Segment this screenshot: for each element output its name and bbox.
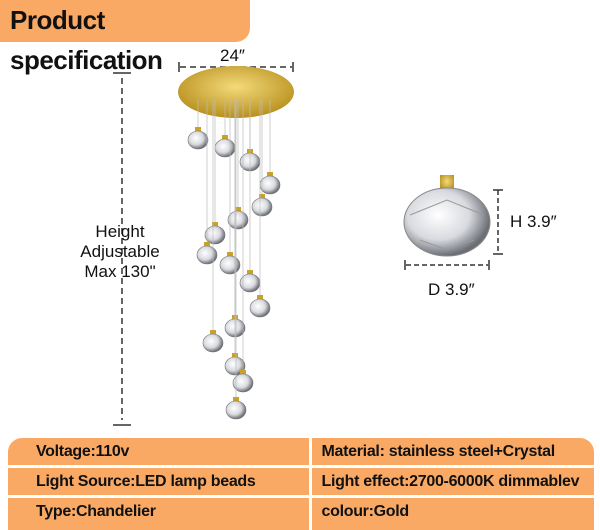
crystal-pendant xyxy=(225,400,247,420)
pendant-cap xyxy=(259,194,265,199)
height-label-line: Adjustable xyxy=(80,242,160,261)
crystal-pendant xyxy=(202,333,224,353)
spec-cell: Type:Chandelier xyxy=(36,503,156,520)
pendant-diameter-label: D 3.9″ xyxy=(428,280,475,299)
spec-row: Light Source:LED lamp beads Light effect:… xyxy=(8,468,594,498)
crystal-pendant xyxy=(232,373,254,393)
pendant-dimension-lines xyxy=(404,189,503,270)
pendant-cap xyxy=(232,353,238,358)
spec-cell: Light Source:LED lamp beads xyxy=(36,473,256,490)
spec-cell: Light effect:2700-6000K dimmablev xyxy=(308,468,595,495)
crystal-pendant xyxy=(219,255,241,275)
crystal-pendant xyxy=(259,175,281,195)
crystal-pendant xyxy=(227,210,249,230)
spec-cell: Material: stainless steel+Crystal xyxy=(308,438,595,465)
crystal-pendant xyxy=(204,225,226,245)
crystal-pendant xyxy=(196,245,218,265)
pendant-cap xyxy=(267,172,273,177)
spec-cell: colour:Gold xyxy=(308,498,595,530)
pendant-cap xyxy=(257,295,263,300)
spec-row: Voltage:110v Material: stainless steel+Cr… xyxy=(8,438,594,468)
height-label: Height Adjustable Max 130" xyxy=(70,222,170,282)
pendant-detail xyxy=(403,175,491,257)
pendant-cap xyxy=(212,222,218,227)
height-label-line: Max 130" xyxy=(84,262,156,281)
crystal-pendant xyxy=(251,197,273,217)
page-title: Product specification xyxy=(0,0,250,75)
product-diagram xyxy=(113,62,503,426)
crystal-pendant xyxy=(214,138,236,158)
width-label: 24″ xyxy=(220,46,245,65)
crystal-pendant xyxy=(187,130,209,150)
pendant-cap xyxy=(195,127,201,132)
pendant-cap xyxy=(247,270,253,275)
height-label-line: Height xyxy=(95,222,145,241)
pendant-cap xyxy=(222,135,228,140)
pendant-cap xyxy=(233,397,239,402)
pendant-cap xyxy=(227,252,233,257)
pendant-cap xyxy=(204,242,210,247)
pendant-height-label: H 3.9″ xyxy=(510,212,557,231)
spec-cell: Voltage:110v xyxy=(36,443,130,460)
crystal-pendants xyxy=(187,100,281,420)
spec-table: Voltage:110v Material: stainless steel+Cr… xyxy=(8,438,594,530)
crystal-pendant xyxy=(249,298,271,318)
spec-row: Type:Chandelier colour:Gold xyxy=(8,498,594,530)
pendant-cap xyxy=(235,207,241,212)
pendant-cap xyxy=(210,330,216,335)
height-dimension-line xyxy=(113,72,131,426)
pendant-cap xyxy=(240,370,246,375)
